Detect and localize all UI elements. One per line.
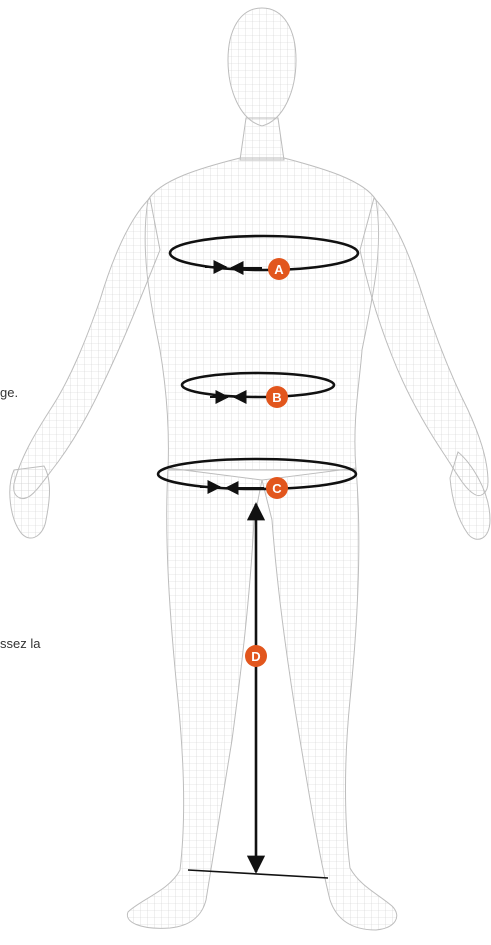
badge-b: B: [266, 386, 288, 408]
torso-shape: [145, 158, 379, 470]
right-arm-shape: [360, 198, 488, 496]
wireframe-body: [10, 8, 490, 930]
badge-a-label: A: [274, 262, 284, 277]
side-text-fragment-1: ge.: [0, 385, 18, 400]
side-text-fragment-2: ssez la: [0, 636, 40, 651]
head-shape: [228, 8, 296, 126]
badge-c-label: C: [272, 481, 282, 496]
badge-a: A: [268, 258, 290, 280]
left-leg-shape: [127, 468, 262, 928]
left-arm-shape: [14, 198, 160, 498]
neck-shape: [240, 118, 284, 160]
badge-d-label: D: [251, 649, 260, 664]
badge-c: C: [266, 477, 288, 499]
badge-d: D: [245, 645, 267, 667]
left-hand-shape: [10, 466, 50, 538]
right-leg-shape: [262, 468, 397, 930]
badge-b-label: B: [272, 390, 281, 405]
